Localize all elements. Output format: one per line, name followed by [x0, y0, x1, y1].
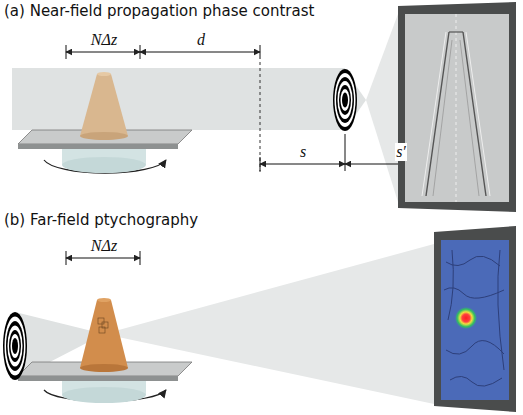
dimension-bars	[66, 45, 452, 172]
dimension-label: s	[299, 143, 307, 161]
panel-title: (b) Far-field ptychography	[4, 212, 198, 229]
dimension-label: d	[196, 31, 206, 49]
beam	[12, 14, 398, 202]
dimension-label: NΔz	[90, 237, 118, 255]
detector	[434, 226, 516, 412]
panel-title: (a) Near-field propagation phase contras…	[4, 3, 314, 20]
detector	[398, 2, 516, 212]
sample-cone	[80, 298, 128, 372]
sample-cone	[80, 72, 128, 140]
dimension-label: s′	[395, 143, 407, 161]
rotation-stage	[18, 362, 192, 403]
rotation-stage	[18, 130, 192, 173]
dimension-label: NΔz	[90, 31, 118, 49]
zone-plate	[3, 312, 27, 380]
beam	[15, 244, 434, 404]
zone-plate	[333, 69, 357, 131]
